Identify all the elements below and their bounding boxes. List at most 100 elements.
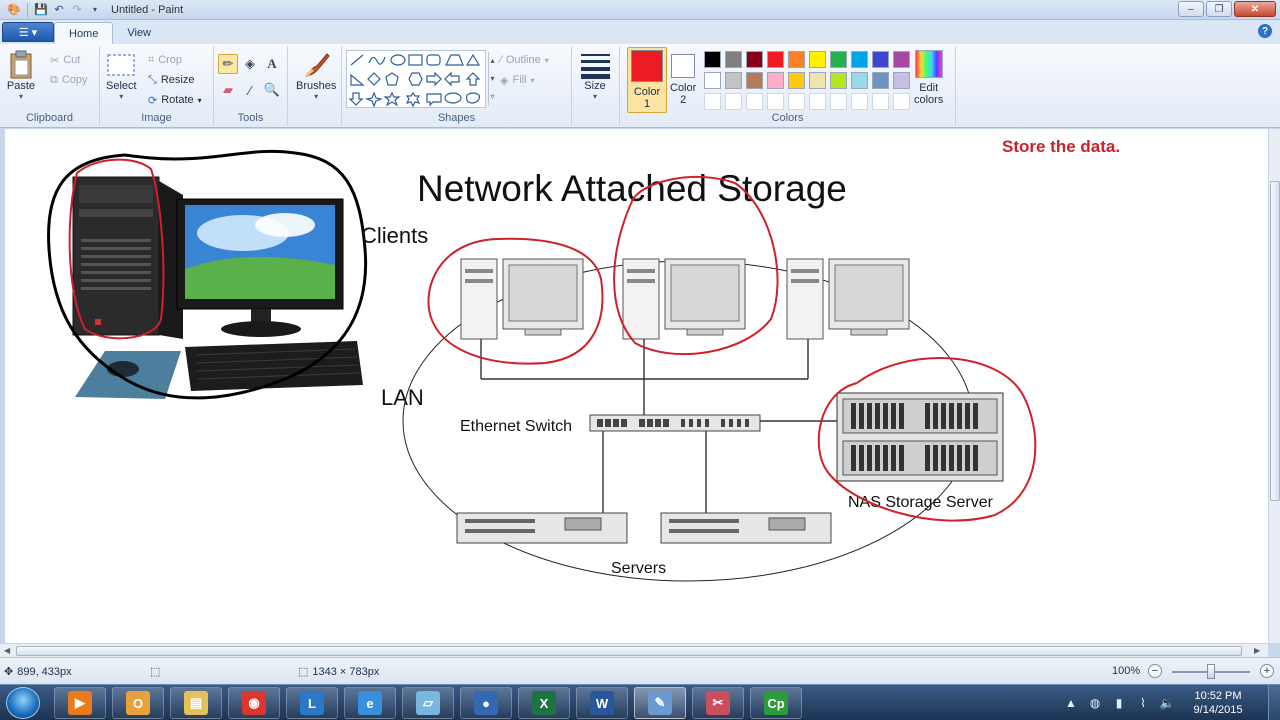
wifi-icon[interactable]: ⌇ (1140, 696, 1146, 710)
palette-swatch[interactable] (788, 51, 805, 68)
taskbar-outlook-button[interactable]: O (112, 687, 164, 719)
palette-swatch[interactable] (872, 72, 889, 89)
taskbar-paint-button[interactable]: ✎ (634, 687, 686, 719)
custom-color-slot[interactable] (830, 93, 847, 110)
eraser-icon[interactable]: ▰ (223, 82, 233, 97)
palette-swatch[interactable] (767, 51, 784, 68)
rotate-button[interactable]: ⟳ Rotate ▾ (148, 92, 202, 108)
tab-view[interactable]: View (127, 27, 151, 39)
select-button[interactable]: Select ▾ (106, 50, 137, 101)
palette-swatch[interactable] (704, 72, 721, 89)
vertical-scroll-thumb[interactable] (1270, 181, 1280, 501)
resize-button[interactable]: ⤡ Resize (148, 72, 194, 88)
show-desktop-button[interactable] (1268, 685, 1280, 720)
custom-color-slot[interactable] (872, 93, 889, 110)
palette-swatch[interactable] (893, 51, 910, 68)
palette-swatch[interactable] (788, 72, 805, 89)
help-icon[interactable]: ? (1258, 24, 1272, 38)
palette-swatch[interactable] (704, 51, 721, 68)
palette-swatch[interactable] (851, 72, 868, 89)
custom-color-slot[interactable] (746, 93, 763, 110)
size-button[interactable]: Size ▾ (580, 50, 610, 101)
pencil-icon[interactable]: ✏ (218, 54, 238, 74)
palette-swatch[interactable] (767, 72, 784, 89)
copy-button[interactable]: ⧉ Copy (50, 72, 88, 88)
brushes-button[interactable]: Brushes ▾ (296, 50, 336, 101)
paint-menu-button[interactable]: ☰ ▾ (2, 22, 54, 42)
canvas-drawing[interactable]: Network Attached Storage Clients LAN (5, 129, 1268, 643)
paste-button[interactable]: Paste ▾ (6, 50, 36, 101)
maximize-button[interactable]: ❐ (1206, 1, 1232, 17)
scroll-left-icon[interactable]: ◀ (4, 646, 11, 655)
network-icon[interactable]: ◍ (1089, 696, 1101, 710)
custom-color-slot[interactable] (704, 93, 721, 110)
client1-circle-annotation (427, 237, 604, 365)
palette-swatch[interactable] (746, 51, 763, 68)
tab-home[interactable]: Home (54, 22, 114, 44)
redo-icon[interactable]: ↷ (72, 4, 82, 16)
close-button[interactable]: ✕ (1234, 1, 1276, 17)
taskbar-chrome-button[interactable]: ◉ (228, 687, 280, 719)
zoom-slider-thumb[interactable] (1207, 664, 1215, 679)
palette-swatch[interactable] (893, 72, 910, 89)
palette-swatch[interactable] (872, 51, 889, 68)
horizontal-scroll-thumb[interactable] (16, 646, 1242, 656)
cut-button[interactable]: ✂ Cut (50, 52, 80, 68)
shapes-scroll[interactable]: ▴▾▿ (488, 52, 496, 106)
taskbar-onenote-button[interactable]: ● (460, 687, 512, 719)
palette-swatch[interactable] (830, 51, 847, 68)
minimize-button[interactable]: – (1178, 1, 1204, 17)
taskbar-snipping-tool-button[interactable]: ✂ (692, 687, 744, 719)
custom-color-slot[interactable] (851, 93, 868, 110)
rotate-icon: ⟳ (148, 94, 158, 107)
palette-swatch[interactable] (809, 72, 826, 89)
battery-icon[interactable]: ▮ (1115, 696, 1123, 710)
palette-swatch[interactable] (725, 51, 742, 68)
text-icon[interactable]: A (267, 56, 277, 71)
ethernet-switch-label: Ethernet Switch (460, 418, 572, 435)
palette-swatch[interactable] (725, 72, 742, 89)
taskbar-internet-explorer-button[interactable]: e (344, 687, 396, 719)
taskbar-word-button[interactable]: W (576, 687, 628, 719)
custom-color-slot[interactable] (809, 93, 826, 110)
taskbar-explorer-button[interactable]: ▤ (170, 687, 222, 719)
fill-icon[interactable]: ◈ (245, 56, 255, 71)
taskbar-camtasia-button[interactable]: Cp (750, 687, 802, 719)
shapes-gallery-icons[interactable] (347, 51, 487, 109)
horizontal-scrollbar[interactable]: ◀ ▶ (0, 643, 1268, 657)
chevron-down-icon[interactable]: ▾ (92, 5, 97, 14)
color-picker-icon[interactable]: ⁄ (248, 82, 252, 98)
custom-color-slot[interactable] (725, 93, 742, 110)
taskbar-excel-button[interactable]: X (518, 687, 570, 719)
custom-color-slot[interactable] (788, 93, 805, 110)
save-icon[interactable]: 💾 (34, 4, 48, 16)
color1-button[interactable]: Color 1 (627, 47, 667, 113)
fill-button[interactable]: ◈ Fill ▾ (500, 72, 535, 88)
crop-button[interactable]: ⌗ Crop (148, 52, 182, 68)
palette-swatch[interactable] (746, 72, 763, 89)
scroll-right-icon[interactable]: ▶ (1254, 646, 1261, 655)
line-size-icon (580, 50, 610, 80)
color2-button[interactable]: Color 2 (670, 54, 696, 106)
edit-colors-button[interactable]: Edit colors (914, 50, 943, 106)
show-hidden-icons-icon[interactable]: ▲ (1065, 696, 1077, 710)
canvas[interactable]: Network Attached Storage Clients LAN (5, 129, 1268, 643)
undo-icon[interactable]: ↶ (54, 4, 64, 16)
custom-color-slot[interactable] (893, 93, 910, 110)
palette-swatch[interactable] (809, 51, 826, 68)
clock[interactable]: 10:52 PM 9/14/2015 (1182, 689, 1254, 717)
taskbar-notepad-button[interactable]: ▱ (402, 687, 454, 719)
zoom-out-button[interactable]: − (1148, 664, 1162, 678)
zoom-in-button[interactable]: + (1260, 664, 1274, 678)
palette-swatch[interactable] (830, 72, 847, 89)
magnifier-icon[interactable]: 🔍 (263, 82, 281, 97)
palette-swatch[interactable] (851, 51, 868, 68)
taskbar-lync-button[interactable]: L (286, 687, 338, 719)
outline-button[interactable]: ⁄ Outline ▾ (500, 52, 549, 68)
custom-color-slot[interactable] (767, 93, 784, 110)
paint-app-icon[interactable]: 🎨 (7, 4, 21, 16)
vertical-scrollbar[interactable] (1268, 129, 1280, 643)
start-button[interactable] (6, 687, 40, 719)
taskbar-media-player-button[interactable]: ▶ (54, 687, 106, 719)
volume-icon[interactable]: 🔈 (1159, 696, 1175, 710)
